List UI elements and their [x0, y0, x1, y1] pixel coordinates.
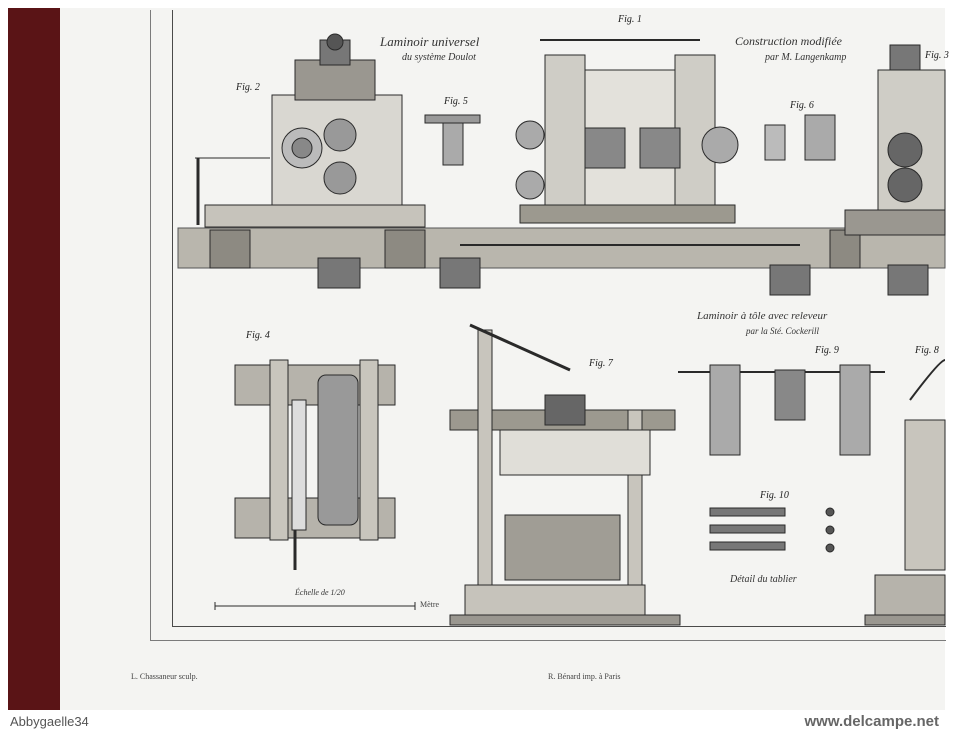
fig2-label: Fig. 2: [236, 82, 260, 93]
plate-outer-border: [150, 10, 946, 641]
caption-construction-modifiee: Construction modifiée: [735, 34, 842, 48]
fig9-label: Fig. 9: [815, 345, 839, 356]
fig4-label: Fig. 4: [246, 330, 270, 341]
fig8-machine: [864, 359, 946, 626]
site-watermark: www.delcampe.net: [804, 713, 939, 730]
fig10-rolls: [709, 507, 835, 553]
machine-drawings: [177, 33, 946, 626]
fig7-machine: [449, 323, 681, 626]
maroon-backing-board: [8, 8, 68, 710]
caption-laminoir-tole: Laminoir à tôle avec releveur: [697, 310, 828, 322]
caption-systeme: du système Doulot: [402, 52, 476, 63]
fig5-part: [424, 114, 481, 166]
fig1-machine: [515, 39, 739, 224]
counterweights: [317, 244, 929, 296]
scale-unit-label: Mètre: [420, 600, 440, 609]
engraving-photo: Laminoir universel du système Doulot Con…: [8, 8, 949, 710]
engraver-credit: L. Chassaneur sculp.: [131, 672, 198, 681]
caption-detail-tablier: Détail du tablier: [730, 574, 797, 585]
fig6-label: Fig. 6: [790, 100, 814, 111]
scale-bar: [214, 602, 416, 610]
plate-inner-border: [172, 10, 946, 627]
caption-laminoir-universel: Laminoir universel: [380, 34, 480, 49]
fig8-label: Fig. 8: [915, 345, 939, 356]
caption-cockerill: par la Sté. Cockerill: [746, 326, 819, 336]
printer-credit: R. Bénard imp. à Paris: [548, 672, 621, 681]
fig3-label: Fig. 3: [925, 50, 949, 61]
caption-scale: Échelle de 1/20: [295, 588, 345, 597]
fig4-machine: [234, 359, 396, 570]
watermark-bar: Abbygaelle34 www.delcampe.net: [0, 712, 953, 730]
fig7-label: Fig. 7: [589, 358, 613, 369]
caption-langenkamp: par M. Langenkamp: [765, 52, 847, 63]
fig3-machine: [844, 44, 946, 236]
seller-name: Abbygaelle34: [10, 714, 89, 729]
foundation-band: [177, 227, 946, 269]
fig6-parts: [764, 114, 836, 161]
fig9-section: [678, 364, 885, 456]
fig5-label: Fig. 5: [444, 96, 468, 107]
fig1-label: Fig. 1: [618, 14, 642, 25]
fig10-label: Fig. 10: [760, 490, 789, 501]
fig2-machine: [195, 33, 426, 228]
